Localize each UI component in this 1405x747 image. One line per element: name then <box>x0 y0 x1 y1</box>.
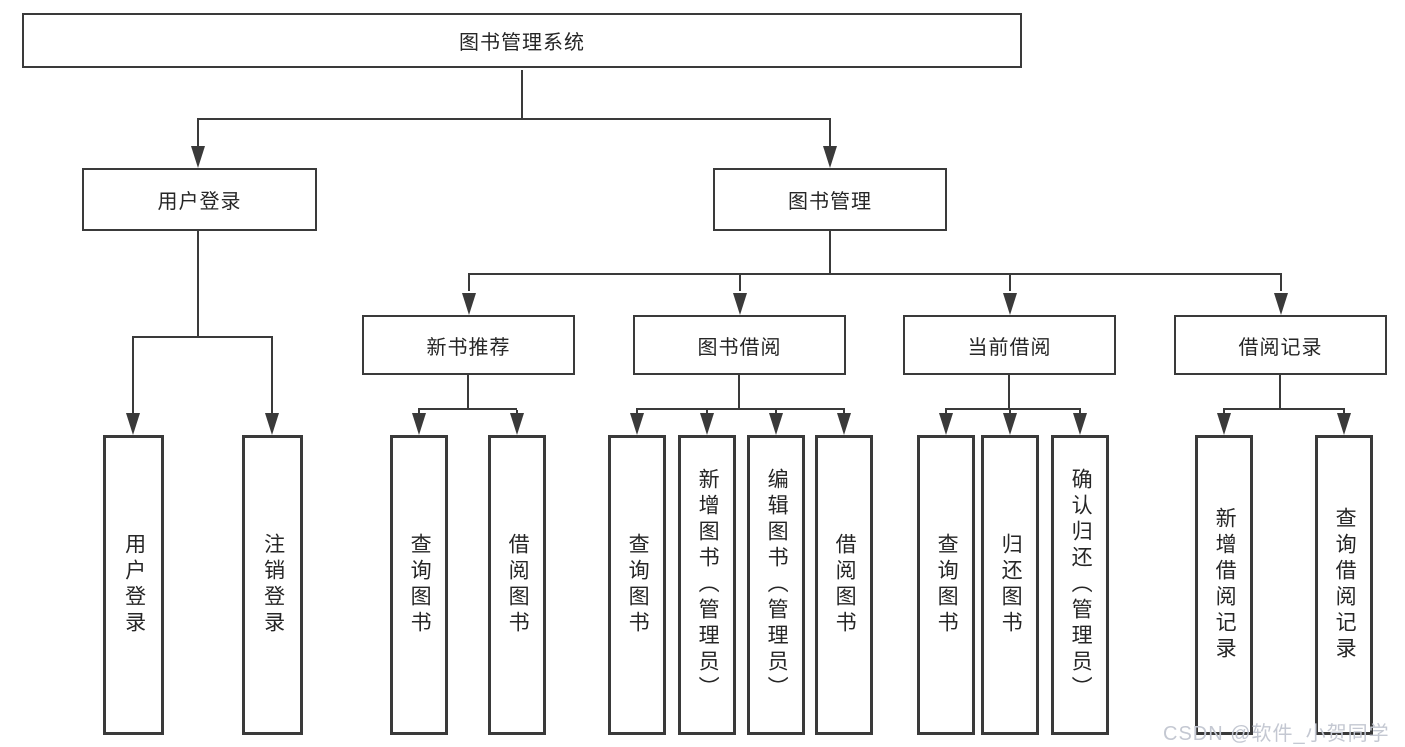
leaf-label: 归还图书 <box>999 533 1023 637</box>
connector-line <box>636 408 845 410</box>
connector-line <box>739 275 741 291</box>
leaf-label: 确认归还（管理员） <box>1069 468 1093 702</box>
leaf-borrow-books-recommend: 借阅图书 <box>488 435 546 735</box>
leaf-label: 查询图书 <box>626 533 650 637</box>
node-label: 用户登录 <box>157 191 242 213</box>
node-user-login: 用户登录 <box>82 168 317 231</box>
node-book-borrowing: 图书借阅 <box>633 315 846 375</box>
node-new-book-recommendation: 新书推荐 <box>362 315 575 375</box>
leaf-label: 新增图书（管理员） <box>696 468 720 702</box>
leaf-label: 用户登录 <box>122 533 146 637</box>
connector-line <box>1009 275 1011 291</box>
connector-line <box>197 120 199 148</box>
connector-line <box>843 410 845 414</box>
leaf-label: 注销登录 <box>261 533 285 637</box>
connector-line <box>829 231 831 273</box>
arrow-down-icon <box>1274 293 1288 315</box>
arrow-down-icon <box>412 413 426 435</box>
leaf-label: 新增借阅记录 <box>1213 507 1237 663</box>
leaf-query-books-borrowing: 查询图书 <box>608 435 666 735</box>
leaf-confirm-return-admin: 确认归还（管理员） <box>1051 435 1109 735</box>
arrow-down-icon <box>823 146 837 168</box>
connector-line <box>1223 410 1225 414</box>
arrow-down-icon <box>265 413 279 435</box>
arrow-down-icon <box>1217 413 1231 435</box>
connector-line <box>418 408 517 410</box>
arrow-down-icon <box>1337 413 1351 435</box>
node-borrowing-records: 借阅记录 <box>1174 315 1387 375</box>
leaf-add-borrow-record: 新增借阅记录 <box>1195 435 1253 735</box>
node-label: 借阅记录 <box>1238 336 1323 359</box>
leaf-logout: 注销登录 <box>242 435 303 735</box>
node-book-management: 图书管理 <box>713 168 947 231</box>
leaf-label: 借阅图书 <box>833 533 857 637</box>
connector-line <box>132 336 273 338</box>
leaf-query-books-recommend: 查询图书 <box>390 435 448 735</box>
arrow-down-icon <box>700 413 714 435</box>
csdn-watermark: CSDN @软件_小贺同学 <box>1163 723 1390 745</box>
leaf-user-login: 用户登录 <box>103 435 164 735</box>
arrow-down-icon <box>126 413 140 435</box>
arrow-down-icon <box>1003 413 1017 435</box>
connector-line <box>1079 410 1081 414</box>
leaf-query-books-current: 查询图书 <box>917 435 975 735</box>
connector-line <box>467 375 469 408</box>
connector-line <box>418 410 420 414</box>
arrow-down-icon <box>769 413 783 435</box>
node-label: 图书借阅 <box>697 336 782 359</box>
arrow-down-icon <box>630 413 644 435</box>
node-label: 图书管理 <box>788 191 872 213</box>
connector-line <box>1279 375 1281 408</box>
node-label: 当前借阅 <box>967 336 1052 359</box>
connector-line <box>521 70 523 118</box>
leaf-borrow-books-borrowing: 借阅图书 <box>815 435 873 735</box>
connector-line <box>636 410 638 414</box>
connector-line <box>271 338 273 413</box>
leaf-label: 查询图书 <box>408 533 432 637</box>
leaf-edit-book-admin: 编辑图书（管理员） <box>747 435 805 735</box>
leaf-add-book-admin: 新增图书（管理员） <box>678 435 736 735</box>
arrow-down-icon <box>1003 293 1017 315</box>
leaf-return-book: 归还图书 <box>981 435 1039 735</box>
arrow-down-icon <box>462 293 476 315</box>
arrow-down-icon <box>510 413 524 435</box>
connector-line <box>829 120 831 148</box>
connector-line <box>516 410 518 414</box>
connector-line <box>775 410 777 414</box>
connector-line <box>468 275 470 291</box>
connector-line <box>1343 410 1345 414</box>
connector-line <box>706 410 708 414</box>
arrow-down-icon <box>837 413 851 435</box>
connector-line <box>1009 410 1011 414</box>
node-label: 图书管理系统 <box>459 32 585 54</box>
node-library-management-system: 图书管理系统 <box>22 13 1022 68</box>
connector-line <box>1223 408 1345 410</box>
arrow-down-icon <box>1073 413 1087 435</box>
connector-line <box>468 273 1282 275</box>
connector-line <box>945 408 1081 410</box>
connector-line <box>738 375 740 408</box>
connector-line <box>197 231 199 336</box>
arrow-down-icon <box>939 413 953 435</box>
connector-line <box>1280 275 1282 291</box>
leaf-label: 借阅图书 <box>506 533 530 637</box>
arrow-down-icon <box>191 146 205 168</box>
node-label: 新书推荐 <box>426 336 511 359</box>
node-current-borrowing: 当前借阅 <box>903 315 1116 375</box>
leaf-label: 查询图书 <box>935 533 959 637</box>
connector-line <box>132 338 134 413</box>
arrow-down-icon <box>733 293 747 315</box>
connector-line <box>1008 375 1010 408</box>
leaf-label: 编辑图书（管理员） <box>765 468 789 702</box>
connector-line <box>945 410 947 414</box>
leaf-query-borrow-record: 查询借阅记录 <box>1315 435 1373 735</box>
leaf-label: 查询借阅记录 <box>1333 507 1357 663</box>
connector-line <box>197 118 831 120</box>
